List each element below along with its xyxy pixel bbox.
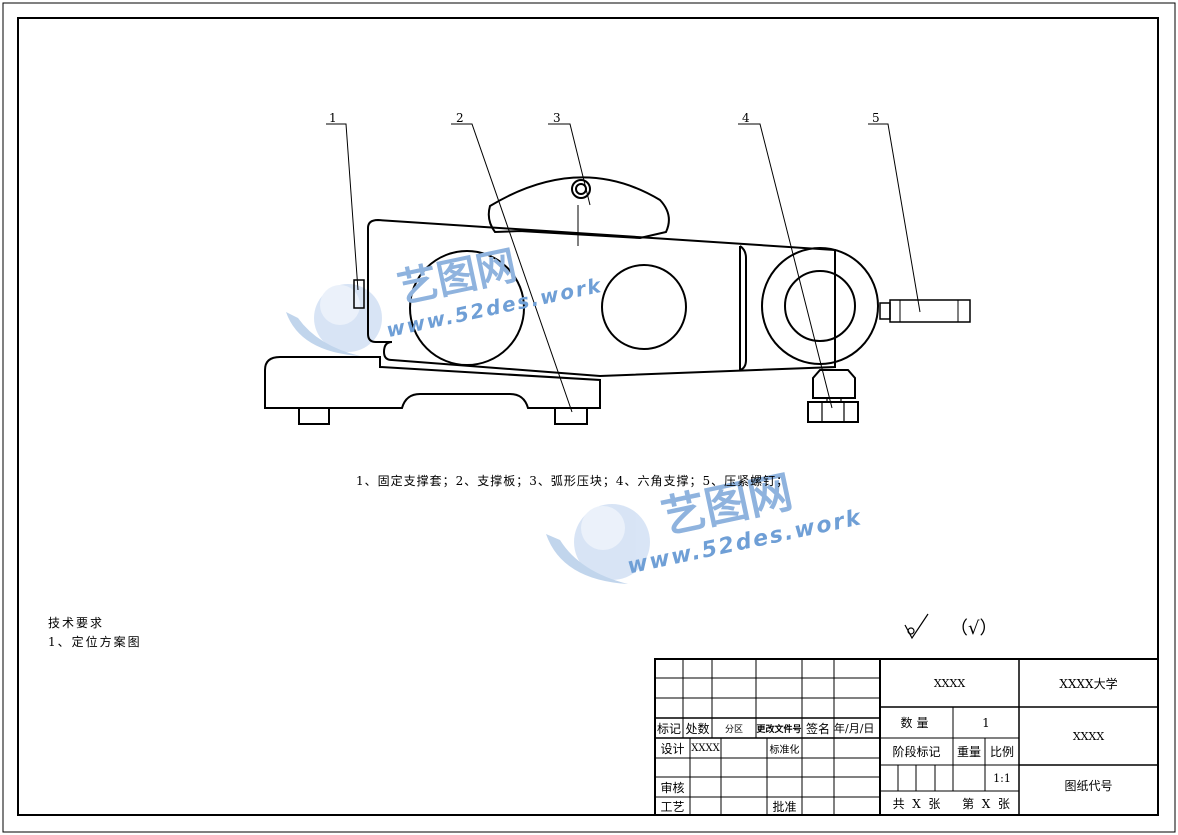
tb-date-label: 年/月/日 — [834, 722, 875, 735]
balloon-3: 3 — [553, 111, 561, 125]
tb-quantity-value: 1 — [982, 715, 990, 730]
hex-support-top — [812, 369, 856, 399]
balloon-2: 2 — [456, 111, 464, 125]
hex-support-bottom — [807, 401, 859, 423]
hole-left — [409, 250, 525, 366]
fixed-support-sleeve — [353, 279, 365, 309]
title-block — [654, 658, 1159, 816]
leader-3 — [548, 123, 591, 206]
tb-sheets-total: 共 X 张 — [892, 796, 941, 811]
clamp-ring-inner — [784, 270, 856, 342]
watermark-globe-2 — [546, 504, 650, 584]
tb-sheet-number: 第 X 张 — [962, 796, 1010, 811]
balloon-5: 5 — [872, 111, 880, 125]
hole-middle — [601, 264, 687, 350]
tb-design-label: 设计 — [660, 741, 685, 756]
tb-scale-label: 比例 — [989, 745, 1014, 759]
tb-university: XXXX大学 — [1059, 676, 1118, 691]
tb-review-label: 审核 — [660, 780, 685, 795]
watermark-globe-1 — [286, 284, 382, 356]
tb-stage-mark-label: 阶段标记 — [892, 745, 941, 759]
tb-part-name: XXXX — [933, 676, 966, 690]
support-plate — [367, 218, 836, 378]
tb-standardization-label: 标准化 — [769, 744, 800, 756]
leader-lines — [326, 123, 921, 413]
inner-border — [17, 17, 1159, 816]
tb-sign-label: 签名 — [805, 721, 830, 736]
base-plate — [264, 356, 601, 409]
leader-4 — [738, 123, 833, 409]
tech-requirements-item: 1、定位方案图 — [48, 635, 142, 649]
tb-weight-label: 重量 — [956, 745, 981, 759]
leader-2 — [451, 123, 573, 413]
foot-left — [298, 407, 330, 425]
clamp-screw-body — [889, 299, 971, 323]
tb-scale-value: 1:1 — [993, 771, 1011, 785]
clamp-screw-head — [879, 302, 891, 320]
tb-mark-label: 标记 — [656, 721, 681, 736]
tb-drawing-title: XXXX — [1072, 729, 1105, 743]
fixture-assembly — [264, 176, 971, 425]
block-screw-outer — [571, 179, 591, 199]
tb-approve-label: 批准 — [772, 799, 797, 814]
tb-process-label: 工艺 — [660, 799, 685, 814]
tech-requirements-title: 技术要求 — [48, 616, 105, 630]
balloon-4: 4 — [742, 111, 750, 125]
leader-5 — [868, 123, 921, 313]
parts-caption: 1、固定支撑套；2、支撑板；3、弧形压块；4、六角支撑；5、压紧螺钉； — [356, 474, 790, 488]
arc-pressure-block — [487, 176, 670, 240]
tb-quantity-label: 数量 — [900, 716, 933, 730]
tb-count-label: 处数 — [685, 721, 710, 736]
tb-zone-label: 分区 — [724, 724, 743, 735]
tb-change-doc-label: 更改文件号 — [756, 724, 802, 735]
block-screw-inner — [575, 183, 587, 195]
roughness-note: （√） — [950, 618, 998, 639]
roughness-symbol-icon — [904, 613, 929, 640]
balloon-1: 1 — [329, 111, 337, 125]
tb-drawing-code: 图纸代号 — [1064, 778, 1113, 793]
leader-1 — [326, 123, 359, 291]
tb-designer: XXXX — [691, 742, 720, 754]
clamp-ring-outer — [761, 247, 879, 365]
